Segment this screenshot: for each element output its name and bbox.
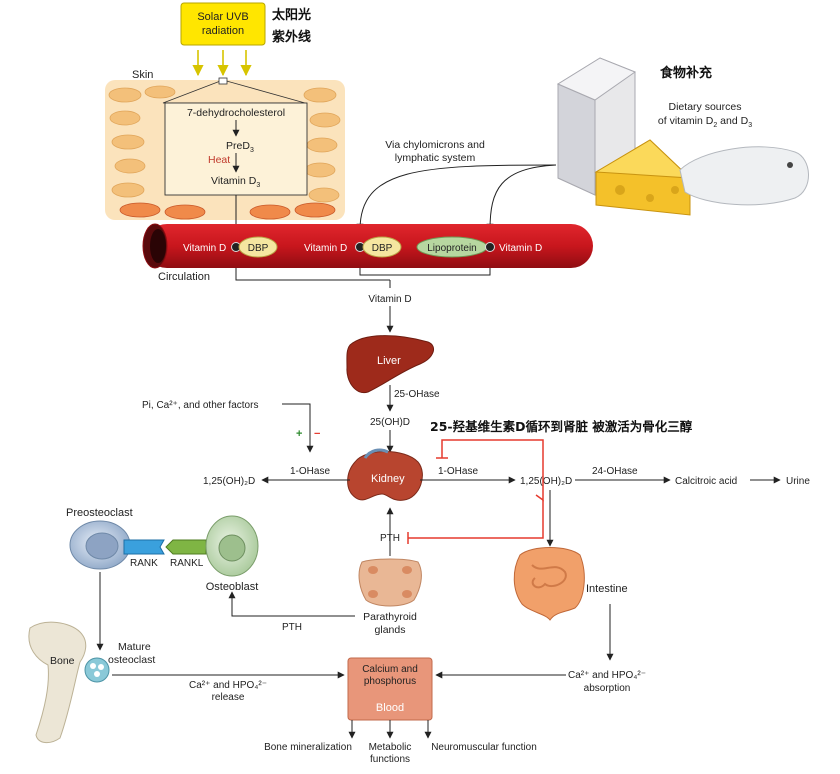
solar-uvb-line2: radiation: [202, 25, 244, 37]
intestine-label: Intestine: [586, 583, 628, 595]
uv-cn-label: 紫外线: [272, 29, 311, 45]
solar-uvb-line1: Solar UVB: [197, 11, 248, 23]
preosteoclast-cell: [69, 520, 131, 570]
metabolic-label-line2: functions: [370, 754, 410, 765]
vessel-vitd-right: Vitamin D: [499, 243, 542, 254]
annotation-cn: 25-羟基维生素D循环到肾脏 被激活为骨化三醇: [430, 419, 693, 434]
sunlight-cn-label: 太阳光: [271, 7, 311, 23]
mature-osteoclast-line2: osteoclast: [108, 654, 155, 666]
calcium-phosphorus-blood-box: Calcium and phosphorus Blood: [347, 657, 433, 721]
pi-factors-arrow: [282, 403, 314, 453]
cheese-icon: [594, 139, 692, 216]
fish-icon: [679, 146, 809, 206]
blood-outcome-arrows: [348, 720, 432, 739]
preosteoclast-label: Preosteoclast: [66, 507, 133, 519]
skin-label: Skin: [132, 69, 153, 81]
parathyroid-label-line1: Parathyroid: [363, 611, 417, 623]
liver-label: Liver: [377, 355, 401, 367]
urine-label: Urine: [786, 476, 810, 487]
calcitroic-acid-label: Calcitroic acid: [675, 476, 737, 487]
rankl-ligand: [165, 539, 207, 555]
mature-osteoclast-cell: [84, 657, 110, 683]
chylomicron-label-line1: Via chylomicrons and: [385, 139, 485, 151]
diet-label-line1: Dietary sources: [669, 101, 742, 113]
dbp-label-left: DBP: [248, 243, 269, 254]
vessel-vitd-left: Vitamin D: [183, 243, 226, 254]
dbp-carrier-left: [238, 236, 278, 258]
feedback-inhibition-lines: [407, 439, 544, 544]
absorption-label-line1: Ca²⁺ and HPO₄²⁻: [568, 670, 646, 681]
diet-cn-label: 食物补充: [660, 65, 712, 81]
dbp-carrier-mid: [362, 236, 402, 258]
25-oh-d-label: 25(OH)D: [370, 417, 410, 428]
rank-receptor: [123, 539, 165, 555]
chylomicron-label-line2: lymphatic system: [395, 152, 476, 164]
release-label-line2: release: [212, 692, 245, 703]
intestine-icon: [513, 547, 585, 621]
solar-uvb-box: Solar UVB radiation: [180, 2, 266, 46]
right-calcitriol-label: 1,25(OH)₂D: [520, 476, 572, 487]
diet-label-line2: of vitamin D2 and D3: [658, 115, 752, 129]
bone-mineralization-label: Bone mineralization: [264, 742, 352, 753]
vessel-vitd-mid: Vitamin D: [304, 243, 347, 254]
vitd-to-liver-label: Vitamin D: [368, 294, 411, 305]
metabolic-label-line1: Metabolic: [369, 742, 412, 753]
osteoblast-cell: [205, 515, 259, 577]
parathyroid-label-line2: glands: [375, 624, 406, 636]
seven-dehydrocholesterol: 7-dehydrocholesterol: [187, 107, 285, 119]
blood-box-line1: Calcium and: [362, 664, 418, 675]
kidney-label: Kidney: [371, 473, 405, 485]
heat-label: Heat: [208, 154, 230, 166]
neuromuscular-label: Neuromuscular function: [431, 742, 537, 753]
blood-box-label: Blood: [376, 702, 404, 714]
rankl-label: RANKL: [170, 558, 204, 569]
pi-factors-label: Pi, Ca²⁺, and other factors: [142, 400, 258, 411]
right-1-ohase-label: 1-OHase: [438, 466, 478, 477]
rank-label: RANK: [130, 558, 158, 569]
pth-lower-label: PTH: [282, 622, 302, 633]
stimulate-sign: +: [296, 428, 302, 440]
liver-icon: [346, 335, 435, 394]
24-ohase-label: 24-OHase: [592, 466, 638, 477]
vitamin-d3-label: Vitamin D3: [211, 175, 260, 189]
skin-synthesis-box: 7-dehydrocholesterol PreD3 Heat Vitamin …: [162, 77, 308, 196]
25-ohase-label: 25-OHase: [394, 389, 440, 400]
dbp-label-mid: DBP: [372, 243, 393, 254]
bone-icon: [28, 621, 87, 743]
parathyroid-glands-icon: [358, 558, 422, 607]
milk-carton-icon: [556, 57, 637, 196]
mature-osteoclast-line1: Mature: [118, 641, 151, 653]
osteoblast-label: Osteoblast: [206, 581, 259, 593]
pred3-label: PreD3: [226, 140, 254, 154]
left-calcitriol-label: 1,25(OH)₂D: [203, 476, 255, 487]
uv-arrows: [192, 50, 252, 77]
absorption-label-line2: absorption: [584, 683, 631, 694]
vitd-molecule-right: [485, 242, 495, 252]
lipoprotein-label: Lipoprotein: [427, 243, 476, 254]
pth-to-osteoblast-arrow: [228, 591, 355, 617]
circulation-to-liver-lines: [235, 268, 491, 288]
blood-box-line2: phosphorus: [364, 676, 416, 687]
release-label-line1: Ca²⁺ and HPO₄²⁻: [189, 680, 267, 691]
bone-label: Bone: [50, 655, 75, 667]
circulation-label: Circulation: [158, 271, 210, 283]
inhibit-sign: −: [314, 428, 320, 440]
dietary-absorption-paths: [356, 164, 557, 231]
kidney-icon: [347, 448, 423, 501]
left-1-ohase-label: 1-OHase: [290, 466, 330, 477]
